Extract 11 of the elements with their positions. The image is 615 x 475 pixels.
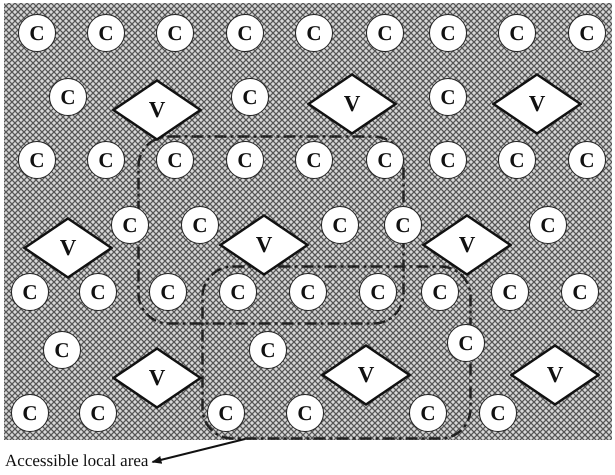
diamond-site: V xyxy=(307,73,397,135)
diamond-site: V xyxy=(23,217,113,279)
diamond-site: V xyxy=(321,344,411,406)
area-label: Accessible local area xyxy=(5,451,148,471)
diamond-site: V xyxy=(492,73,582,135)
diamond-site: V xyxy=(422,214,512,276)
diamond-site: V xyxy=(112,347,202,409)
diamond-site: V xyxy=(112,79,202,141)
arrow xyxy=(152,438,246,464)
diamond-site: V xyxy=(219,214,309,276)
diamond-site: V xyxy=(510,344,600,406)
